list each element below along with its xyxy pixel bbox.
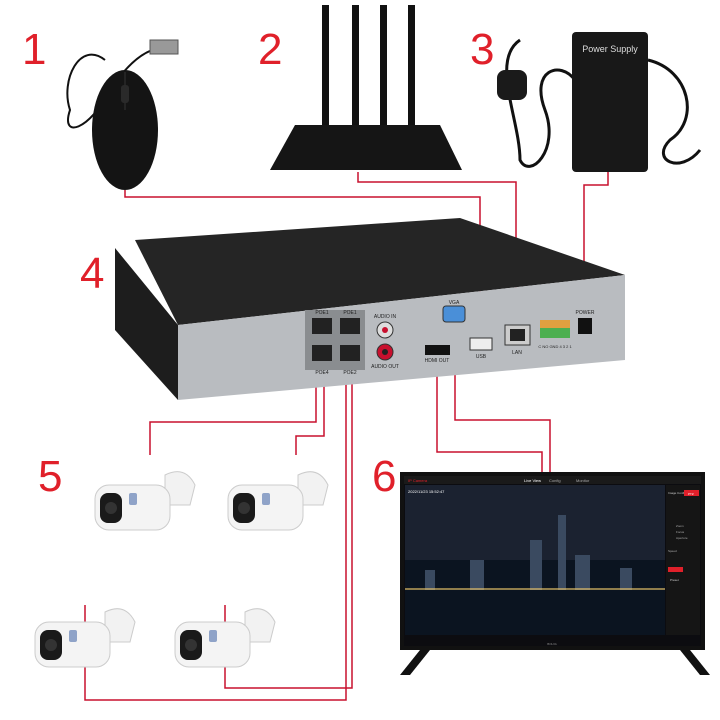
power-supply-title: Power Supply [582,44,638,54]
tv-preset-header: Preset [670,578,679,582]
port-label-audio-out: AUDIO OUT [371,364,399,370]
tv-app-title: IP Camera [408,478,428,483]
port-label-power: POWER [576,310,595,316]
tv-ptz-speed: Speed [668,549,677,553]
tv-ptz-zoom: Zoom [676,524,684,528]
port-label-alarm: C NO GND 4 3 2 1 [538,344,572,349]
bullet-camera [227,471,329,531]
bullet-camera [34,608,136,668]
bullet-camera [174,608,276,668]
tv-osd-timestamp: 2022/11/23 15:52:47 [408,489,445,494]
port-label-poe2: POE2 [343,370,357,376]
tv-monitor: IP Camera Live View Config Monitor 2022/… [400,472,710,675]
label-number-1: 1 [22,25,47,74]
hdmi-tv-line [436,370,543,472]
port-label-poe4: POE4 [315,370,329,376]
tv-tab-monitor: Monitor [576,478,590,483]
nvr-recorder: POE1 POE1 POE4 POE2 AUDIO IN AUDIO OUT V… [115,218,625,400]
port-label-hdmi: HDMI OUT [425,358,450,364]
bullet-camera [94,471,196,531]
port-label-vga: VGA [449,300,460,306]
port-label-poe1b: POE1 [343,310,357,316]
tv-brand: BOLVA [547,642,557,646]
port-label-lan: LAN [512,350,522,356]
usb-mouse [66,39,179,190]
port-label-usb: USB [476,354,487,360]
port-label-audio-in: AUDIO IN [374,314,397,320]
port-label-poe1: POE1 [315,310,329,316]
tv-ptz-aperture: Aperture [676,536,688,540]
label-number-2: 2 [258,25,283,74]
power-line [583,170,609,318]
tv-panel-tab-image-config: Image Config [668,491,686,495]
cameras [34,471,329,668]
tv-panel-tab-ptz: PTZ [688,492,694,496]
tv-ptz-focus: Focus [676,530,685,534]
label-number-3: 3 [470,25,495,74]
camera2-line [295,370,325,455]
tv-tab-config: Config [549,478,561,483]
power-supply: Power Supply [497,32,702,172]
label-number-4: 4 [80,249,105,298]
label-number-5: 5 [38,452,63,501]
camera1-line [149,370,317,455]
tv-tab-live-view: Live View [524,478,541,483]
wifi-router [270,5,462,170]
label-number-6: 6 [372,452,397,501]
